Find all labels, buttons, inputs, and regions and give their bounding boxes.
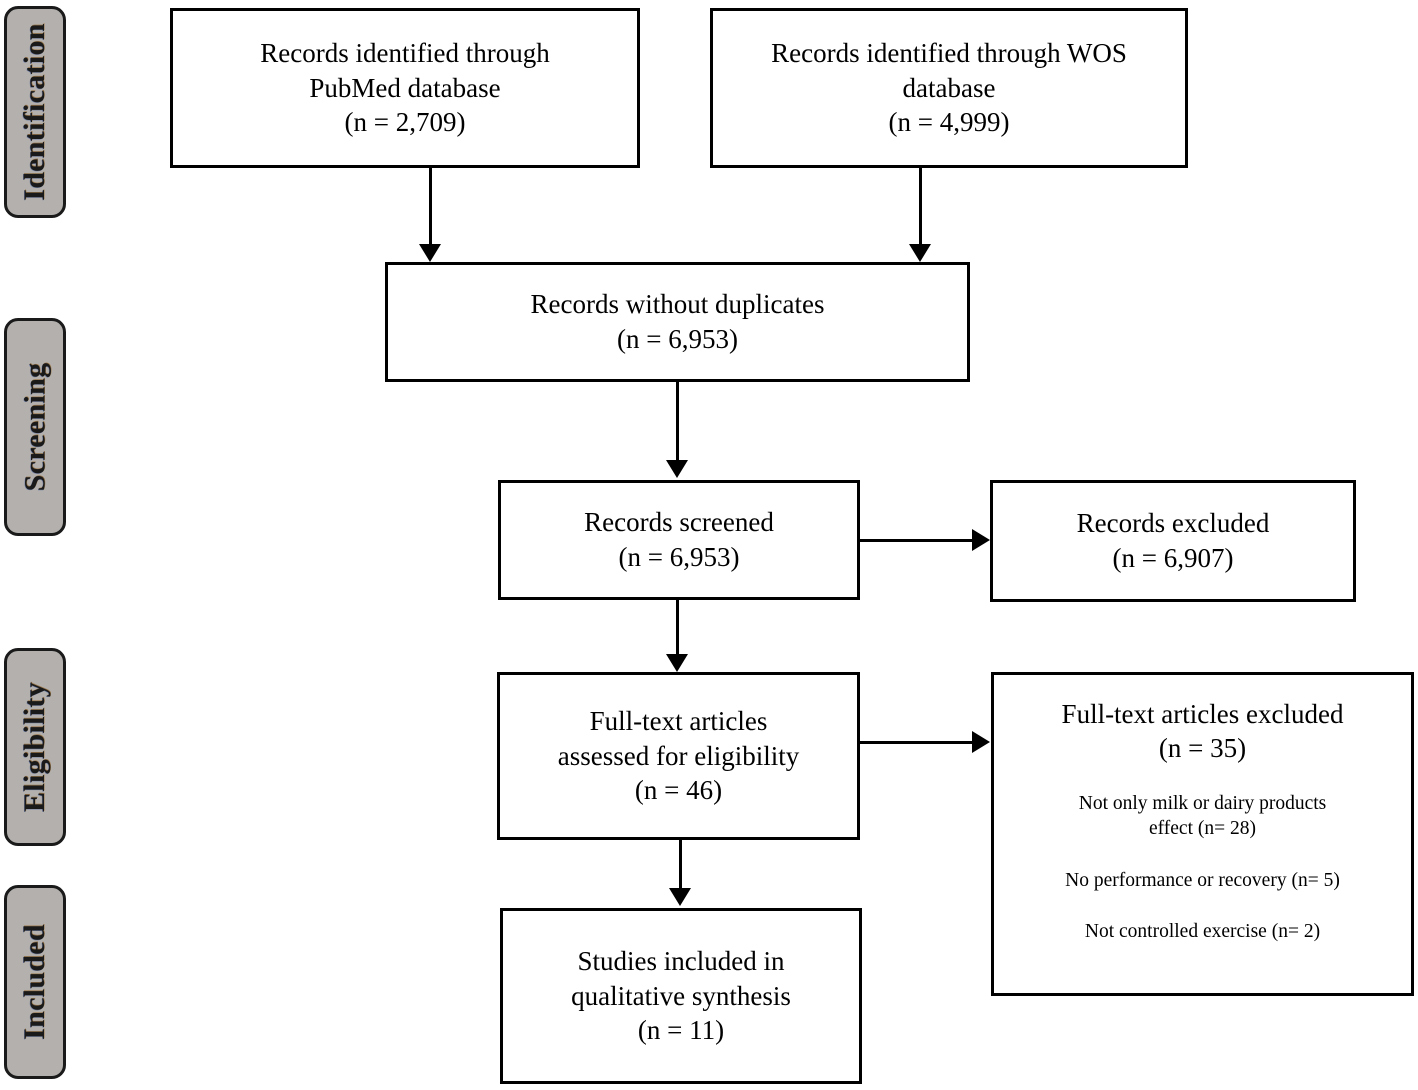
box-wos-count: (n = 4,999) — [888, 107, 1010, 138]
exclusion-reason-2: No performance or recovery (n= 5) — [1065, 869, 1340, 891]
box-included-line-2: qualitative synthesis — [571, 980, 791, 1011]
box-wos-line-1: Records identified through WOS — [771, 38, 1127, 69]
exclusion-reason-1-line-1: Not only milk or dairy products — [1078, 793, 1327, 815]
box-pubmed-records: Records identified through PubMed databa… — [170, 8, 640, 168]
stage-label-identification: Identification — [18, 23, 52, 201]
arrowhead-duplicates-to-screened — [666, 460, 688, 478]
box-pubmed-line-2: PubMed database — [309, 72, 501, 103]
box-fulltext-excluded: Full-text articles excluded (n = 35) Not… — [991, 672, 1414, 996]
box-records-without-duplicates: Records without duplicates (n = 6,953) — [385, 262, 970, 382]
arrowhead-screened-to-excluded — [972, 529, 990, 551]
box-records-excluded: Records excluded (n = 6,907) — [990, 480, 1356, 602]
box-screened-count: (n = 6,953) — [618, 542, 740, 572]
box-fulltext-line-2: assessed for eligibility — [557, 740, 800, 771]
connector-wos-to-duplicates — [919, 168, 922, 246]
box-included-count: (n = 11) — [637, 1015, 725, 1046]
connector-fulltext-to-included — [679, 840, 682, 890]
connector-duplicates-to-screened — [676, 382, 679, 462]
arrowhead-screened-to-fulltext — [666, 654, 688, 672]
stage-label-eligibility: Eligibility — [18, 682, 51, 812]
connector-pubmed-to-duplicates — [429, 168, 432, 246]
arrowhead-fulltext-to-excluded — [972, 731, 990, 753]
box-included-line-1: Studies included in — [577, 946, 785, 977]
connector-fulltext-to-excluded — [860, 741, 973, 744]
box-duplicates-line-1: Records without duplicates — [530, 289, 825, 320]
box-fulltext-excluded-count: (n = 35) — [1158, 733, 1247, 764]
box-records-screened: Records screened (n = 6,953) — [498, 480, 860, 600]
exclusion-reason-3: Not controlled exercise (n= 2) — [1084, 921, 1321, 943]
box-records-excluded-count: (n = 6,907) — [1112, 543, 1234, 573]
box-wos-line-2: database — [902, 72, 996, 103]
arrowhead-wos-to-duplicates — [909, 244, 931, 262]
box-duplicates-count: (n = 6,953) — [617, 324, 738, 354]
box-fulltext-count: (n = 46) — [634, 775, 723, 806]
stage-label-included: Included — [18, 924, 51, 1040]
box-wos-records: Records identified through WOS database … — [710, 8, 1188, 168]
box-records-excluded-line-1: Records excluded — [1076, 508, 1270, 539]
stage-pill-eligibility: Eligibility — [4, 648, 66, 846]
box-studies-included: Studies included in qualitative synthesi… — [500, 908, 862, 1084]
stage-label-screening: Screening — [18, 362, 51, 492]
connector-screened-to-fulltext — [676, 600, 679, 656]
box-screened-line-1: Records screened — [584, 507, 774, 538]
box-fulltext-line-1: Full-text articles — [589, 706, 768, 737]
stage-pill-identification: Identification — [4, 6, 66, 218]
stage-pill-included: Included — [4, 885, 66, 1079]
arrowhead-pubmed-to-duplicates — [419, 244, 441, 262]
box-fulltext-assessed: Full-text articles assessed for eligibil… — [497, 672, 860, 840]
arrowhead-fulltext-to-included — [669, 888, 691, 906]
stage-pill-screening: Screening — [4, 318, 66, 536]
exclusion-reason-1-line-2: effect (n= 28) — [1148, 818, 1256, 840]
box-fulltext-excluded-heading: Full-text articles excluded — [1061, 699, 1344, 729]
box-pubmed-line-1: Records identified through — [260, 38, 550, 69]
box-pubmed-count: (n = 2,709) — [344, 107, 466, 138]
connector-screened-to-excluded — [860, 539, 974, 542]
